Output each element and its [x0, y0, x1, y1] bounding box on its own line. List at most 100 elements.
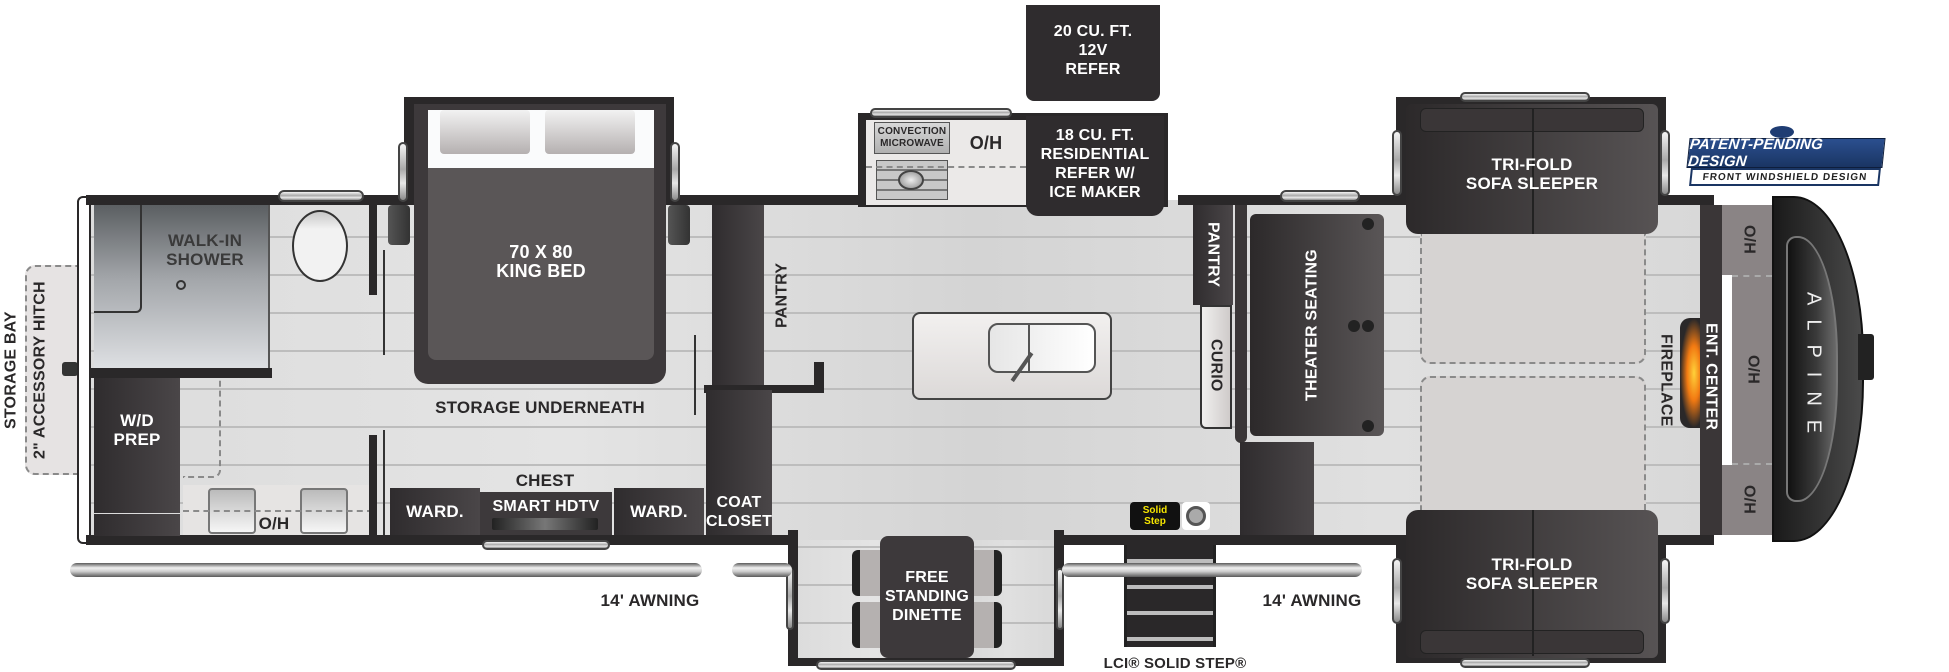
shower-wall	[90, 368, 272, 378]
entry-steps	[1124, 545, 1216, 647]
theater-seating-label: THEATER SEATING	[1303, 249, 1321, 401]
sofa-top-line1: TRI-FOLD	[1491, 155, 1573, 174]
refer-line1: 18 CU. FT.	[1055, 127, 1135, 144]
wall-top-mid	[673, 195, 863, 205]
fireplace-icon	[1680, 318, 1700, 428]
front-overhead-top	[1722, 205, 1772, 275]
wd-prep-label: W/D PREP	[94, 405, 180, 455]
cupholder-icon	[1348, 320, 1360, 332]
sofa-bottom-window-right	[1660, 558, 1670, 624]
vanity-partition	[369, 435, 377, 535]
window-bath	[278, 190, 364, 202]
front-overhead-top-label: O/H	[1740, 225, 1758, 255]
hitch-receiver	[62, 362, 78, 376]
solid-step-badge-line1: Solid	[1142, 505, 1168, 516]
entry-step-label: LCI® SOLID STEP®	[1103, 654, 1247, 672]
nightstand-right	[668, 205, 690, 245]
lci-logo-icon	[1182, 502, 1210, 530]
dinette-line1: FREE	[905, 568, 949, 586]
dinette-label: FREE STANDING DINETTE	[880, 566, 974, 626]
awning-rear-label: 14' AWNING	[600, 590, 700, 610]
coat-closet-line2: CLOSET	[705, 513, 773, 530]
ent-center-label: ENT. CENTER	[1702, 323, 1720, 431]
sofa-bottom-line2: SOFA SLEEPER	[1465, 574, 1599, 593]
front-overhead-middle	[1732, 275, 1772, 465]
curio-label: CURIO	[1207, 338, 1225, 392]
sofa-top-line2: SOFA SLEEPER	[1465, 174, 1599, 193]
patent-badge: PATENT-PENDING DESIGN	[1686, 136, 1886, 170]
burner-icon	[898, 170, 924, 190]
wall-bottom-mid	[1062, 535, 1400, 545]
coat-closet	[706, 390, 772, 535]
dining-chair	[972, 550, 1002, 596]
wd-prep-line2: PREP	[113, 430, 161, 449]
dining-chair	[852, 602, 882, 648]
sofa-top-window-right	[1660, 130, 1670, 196]
sofa-top-seam	[1532, 108, 1534, 234]
pantry-rear-frame	[704, 385, 824, 393]
coat-closet-line1: COAT	[716, 494, 762, 511]
pantry-front-label: PANTRY	[1204, 222, 1222, 288]
cupholder-icon	[1362, 218, 1374, 230]
solid-step-badge-line2: Step	[1144, 516, 1166, 527]
refer12v-line1: 20 CU. FT.	[1053, 22, 1133, 40]
bath-door-line-2	[383, 430, 385, 535]
bath-floor-dashed	[183, 378, 221, 478]
refer-12v-option	[1026, 5, 1160, 101]
smart-hdtv-label: SMART HDTV	[492, 497, 600, 515]
kitchen-overhead-label: O/H	[969, 132, 1003, 153]
wd-prep	[94, 378, 180, 513]
fireplace-label: FIREPLACE	[1657, 333, 1675, 427]
front-overhead-middle-label: O/H	[1744, 355, 1762, 385]
convection-microwave	[874, 122, 950, 154]
sofa-bottom-seam	[1532, 510, 1534, 656]
shower-label: WALK-IN SHOWER	[150, 228, 260, 272]
bed-type-line: KING BED	[496, 261, 586, 281]
pantry-rear-label: PANTRY	[773, 262, 791, 328]
front-overhead-bottom	[1722, 465, 1772, 535]
wall-top-front	[1662, 195, 1714, 205]
cupholder-icon	[1362, 320, 1374, 332]
pantry-front-cabinet	[1193, 205, 1233, 305]
solid-step-badge: Solid Step	[1130, 502, 1180, 530]
accessory-hitch-label: 2" ACCESSORY HITCH	[31, 281, 49, 460]
wardrobe-left-label: WARD.	[406, 501, 464, 521]
tv-icon	[492, 518, 598, 530]
refer-line3: REFER W/	[1055, 165, 1135, 182]
pillow-right-icon	[545, 110, 635, 154]
microwave-line2: MICROWAVE	[880, 138, 944, 149]
dinette-line2: STANDING	[885, 587, 969, 605]
residential-refer	[1026, 116, 1164, 216]
bed-size-line: 70 X 80	[509, 242, 573, 262]
sofa-top-label: TRI-FOLD SOFA SLEEPER	[1406, 152, 1658, 196]
sofa-bottom-window-left	[1392, 558, 1402, 624]
patent-badge-title: PATENT-PENDING DESIGN	[1687, 136, 1824, 170]
front-overhead-bottom-label: O/H	[1740, 485, 1758, 515]
dinette-window-left	[786, 568, 794, 630]
ent-center-cabinet	[1700, 205, 1722, 535]
wall-top-rear	[86, 195, 408, 205]
refer12v-line3: REFER	[1065, 60, 1121, 78]
shower-drain-icon	[176, 280, 186, 290]
refer-line4: ICE MAKER	[1049, 184, 1141, 201]
sofa-bottom-bed-outline	[1420, 376, 1646, 510]
double-sink-icon	[988, 323, 1096, 373]
dinette-window-bottom	[816, 660, 1016, 670]
refer-line2: RESIDENTIAL	[1040, 146, 1150, 163]
bedroom-window-left	[398, 142, 408, 202]
entry-cabinet	[1240, 442, 1314, 535]
refer12v-line2: 12V	[1078, 41, 1108, 59]
awning-front	[1062, 563, 1362, 577]
shower-seat	[94, 205, 142, 313]
wardrobe-left	[390, 488, 480, 535]
cupholder-icon	[1362, 420, 1374, 432]
bedroom-window-right	[670, 142, 680, 202]
kitchen-window	[870, 108, 1012, 118]
patent-badge-sub: FRONT WINDSHIELD DESIGN	[1689, 168, 1881, 186]
awning-front-label: 14' AWNING	[1262, 590, 1362, 610]
sofa-top-window	[1460, 92, 1590, 102]
shower-label-line2: SHOWER	[166, 250, 244, 269]
linen-cabinet	[94, 514, 180, 536]
wd-prep-line1: W/D	[120, 411, 154, 430]
toilet-icon	[292, 210, 348, 282]
